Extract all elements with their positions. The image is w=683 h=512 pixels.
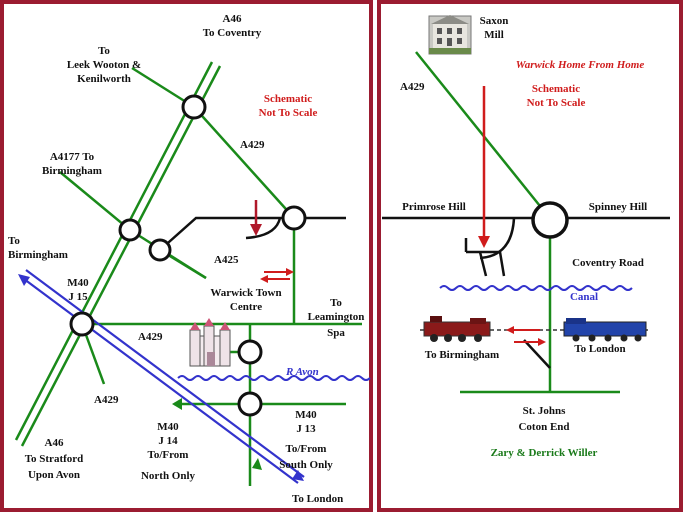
label-m40-j15-1: M40 bbox=[67, 277, 89, 289]
label-m40-j15-2: J 15 bbox=[68, 291, 88, 303]
m40-arrow-south bbox=[292, 470, 304, 481]
roundabout-a46-a429 bbox=[181, 94, 207, 120]
label-to-birmingham-1: To bbox=[8, 235, 20, 247]
roundabout-warwick bbox=[281, 205, 307, 231]
label-to-leamington-2: Leamington bbox=[308, 311, 365, 323]
label-a429-right: A429 bbox=[400, 81, 425, 93]
label-m40-j14-3: To/From bbox=[148, 449, 189, 461]
label-m40-j13-3: To/From bbox=[286, 443, 327, 455]
label-m40-j13-1: M40 bbox=[295, 409, 317, 421]
roundabout-m40-j15 bbox=[69, 311, 95, 337]
label-warwick-home: Warwick Home From Home bbox=[516, 59, 645, 71]
label-a429-north: A429 bbox=[240, 139, 265, 151]
a429-north-road bbox=[193, 106, 295, 219]
label-to-birmingham-2: Birmingham bbox=[8, 249, 68, 261]
m40-road-b bbox=[25, 269, 305, 478]
a4177-road bbox=[59, 171, 131, 231]
label-m40-j13-4: South Only bbox=[279, 459, 333, 471]
label-to-coventry: To Coventry bbox=[203, 27, 262, 39]
home-lane-2 bbox=[498, 251, 506, 277]
branch-road bbox=[523, 339, 551, 369]
label-a46-south-3: Upon Avon bbox=[28, 469, 80, 481]
label-saxon-2: Mill bbox=[484, 29, 504, 41]
oneway-arrow-left-icon bbox=[260, 275, 268, 283]
canal bbox=[439, 285, 633, 291]
label-to-leek-2: Leek Wooton & bbox=[67, 59, 141, 71]
m40-road-a bbox=[19, 275, 299, 484]
label-a429-mid: A429 bbox=[138, 331, 163, 343]
label-primrose-hill: Primrose Hill bbox=[402, 201, 466, 213]
label-m40-j13-2: J 13 bbox=[296, 423, 316, 435]
label-to-leek-3: Kenilworth bbox=[77, 73, 131, 85]
a46-road-west bbox=[14, 61, 214, 441]
label-schematic-left-1: Schematic bbox=[264, 93, 312, 105]
warwick-castle-icon bbox=[189, 318, 231, 367]
label-canal: Canal bbox=[570, 291, 598, 303]
label-st-johns-2: Coton End bbox=[518, 421, 569, 433]
warwick-black-road bbox=[159, 216, 346, 251]
train-arrow-left-icon bbox=[506, 326, 514, 334]
label-to-london-left: To London bbox=[292, 493, 343, 505]
label-a46-south-1: A46 bbox=[45, 437, 64, 449]
home-arrow-icon bbox=[478, 236, 490, 248]
roundabout-a4177 bbox=[118, 218, 142, 242]
label-st-johns-1: St. Johns bbox=[523, 405, 567, 417]
label-warwick-town-2: Centre bbox=[230, 301, 262, 313]
j13-slip-arrow bbox=[252, 458, 262, 470]
label-spinney-hill: Spinney Hill bbox=[589, 201, 647, 213]
label-to-leamington-3: Spa bbox=[327, 327, 345, 339]
label-a4177-2: Birmingham bbox=[42, 165, 102, 177]
label-m40-j14-2: J 14 bbox=[158, 435, 178, 447]
blue-train-icon bbox=[563, 318, 647, 342]
train-arrow-right-icon bbox=[538, 338, 546, 346]
label-schematic-right-1: Schematic bbox=[532, 83, 580, 95]
label-schematic-left-2: Not To Scale bbox=[259, 107, 318, 119]
a429-road-right bbox=[415, 51, 549, 217]
label-coventry-road: Coventry Road bbox=[572, 257, 644, 269]
label-r-avon: R Avon bbox=[285, 366, 319, 378]
j14-slip-arrow bbox=[172, 398, 182, 410]
label-to-birmingham-right: To Birmingham bbox=[425, 349, 499, 361]
red-train-icon bbox=[423, 316, 491, 342]
label-a46-south-2: To Stratford bbox=[25, 453, 84, 465]
home-lane-curve bbox=[479, 217, 516, 260]
label-warwick-town-1: Warwick Town bbox=[210, 287, 281, 299]
roundabout-a425 bbox=[148, 238, 172, 262]
a46-road-east bbox=[20, 65, 222, 447]
river-avon bbox=[177, 375, 371, 381]
roundabout-castle bbox=[237, 339, 263, 365]
saxon-mill-image bbox=[428, 15, 472, 55]
m40-arrow-north bbox=[18, 274, 30, 286]
label-a429-south: A429 bbox=[94, 394, 119, 406]
label-a4177-1: A4177 To bbox=[50, 151, 95, 163]
label-m40-j14-4: North Only bbox=[141, 470, 196, 482]
label-m40-j14-1: M40 bbox=[157, 421, 179, 433]
label-schematic-right-2: Not To Scale bbox=[527, 97, 586, 109]
right-map: Saxon Mill Warwick Home From Home Schema… bbox=[382, 15, 670, 459]
warwick-road-curve bbox=[245, 217, 282, 240]
left-panel-frame bbox=[0, 0, 373, 512]
label-a46-north: A46 bbox=[223, 13, 242, 25]
roundabout-spinney-hill bbox=[531, 201, 569, 239]
right-panel-frame bbox=[377, 0, 683, 512]
label-credit: Zary & Derrick Willer bbox=[491, 447, 598, 459]
home-lane-1 bbox=[478, 251, 488, 277]
label-to-leek-1: To bbox=[98, 45, 110, 57]
label-to-leamington-1: To bbox=[330, 297, 342, 309]
label-saxon-1: Saxon bbox=[480, 15, 509, 27]
label-a425: A425 bbox=[214, 254, 239, 266]
label-to-london-right: To London bbox=[574, 343, 625, 355]
destination-arrow-icon bbox=[250, 224, 262, 236]
oneway-arrow-right-icon bbox=[286, 268, 294, 276]
roundabout-j13 bbox=[237, 391, 263, 417]
left-map: A46 To Coventry To Leek Wooton & Kenilwo… bbox=[8, 13, 371, 505]
